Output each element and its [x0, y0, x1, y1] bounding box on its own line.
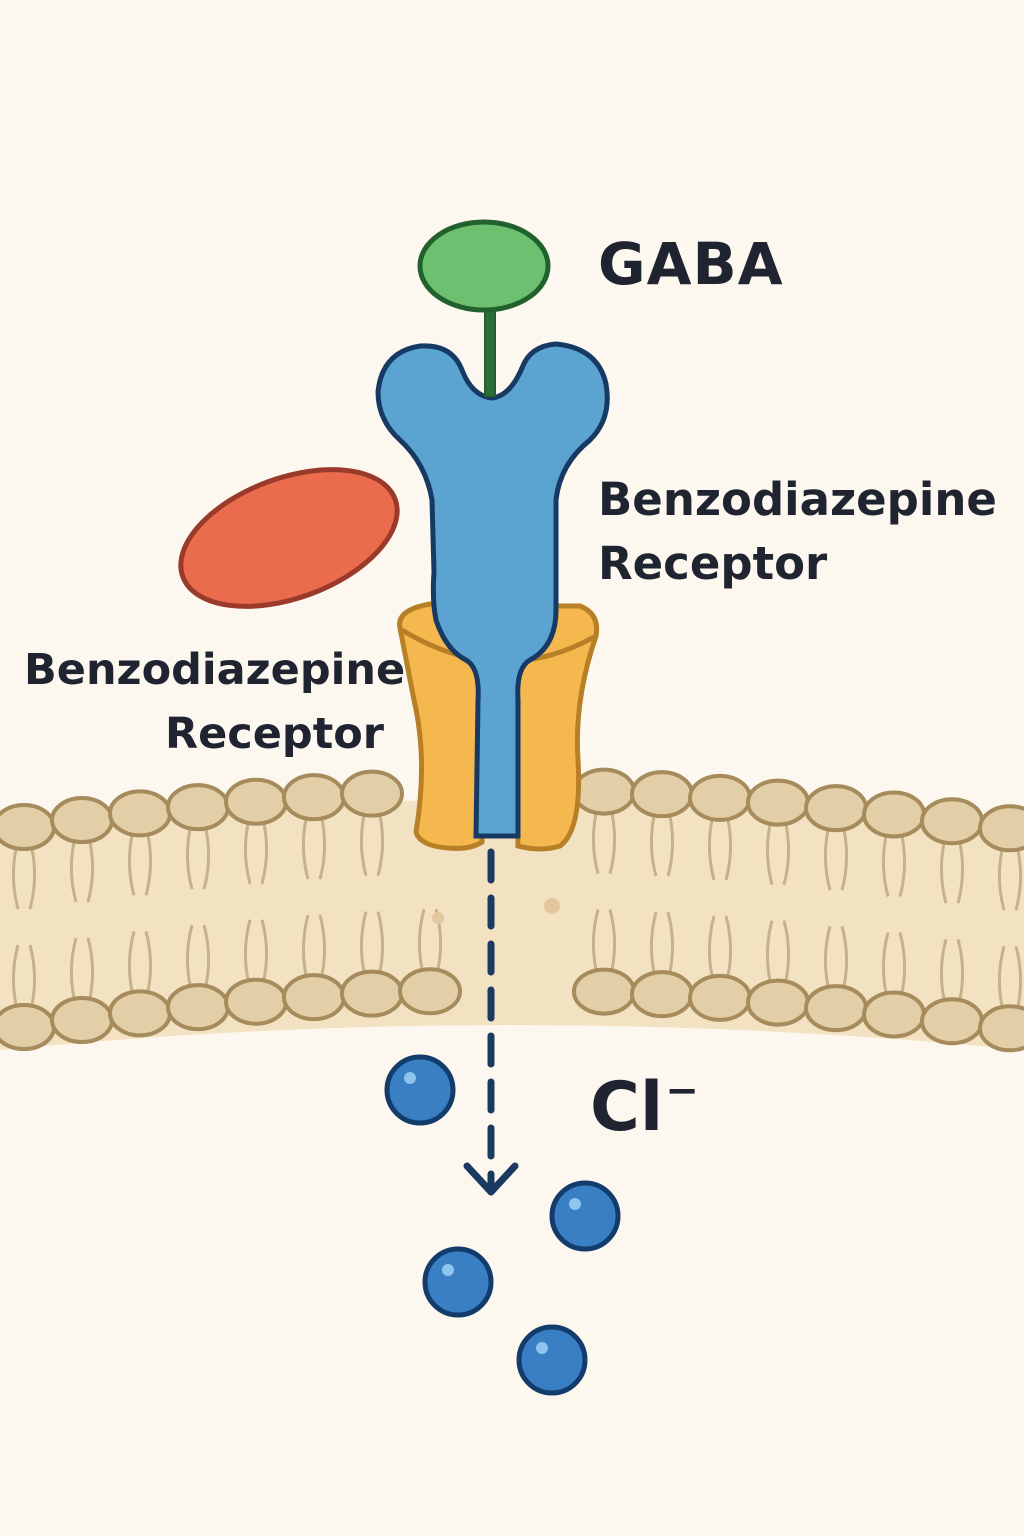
lipid-head: [50, 996, 114, 1045]
chloride-symbol: Cl: [590, 1068, 664, 1147]
lipid-head: [746, 778, 810, 827]
lipid-head: [166, 783, 230, 832]
lipid-head: [398, 967, 462, 1016]
label-line: Receptor: [598, 537, 828, 590]
benzodiazepine-receptor-label: Benzodiazepine Receptor: [598, 468, 997, 596]
ion-highlight: [404, 1072, 416, 1084]
lipid-head: [340, 969, 404, 1018]
lipid-tail: [823, 925, 849, 987]
chloride-ions: [384, 1054, 621, 1396]
lipid-tail: [591, 909, 617, 970]
chloride-ion-label: Cl−: [590, 1068, 699, 1147]
lower-lipid-heads: [0, 967, 1024, 1053]
lipid-tail: [359, 911, 385, 972]
channel-left-barrel: [397, 601, 485, 851]
gaba-icon: [417, 219, 551, 313]
gaba-label: GABA: [598, 230, 784, 298]
lipid-head: [862, 990, 926, 1039]
lipid-tail: [127, 835, 153, 896]
gaba-stem: [484, 305, 496, 397]
benzodiazepine-molecule-icon: [178, 467, 400, 609]
lipid-tail: [881, 932, 907, 993]
benzodiazepine-site-label: Benzodiazepine Receptor: [24, 638, 406, 766]
chloride-flow-arrow: [463, 848, 519, 1196]
lipid-tail: [301, 818, 327, 880]
channel-right-barrel: [509, 603, 600, 852]
lipid-head: [282, 973, 346, 1022]
ion-highlight: [442, 1264, 454, 1276]
chloride-ion-icon: [384, 1054, 456, 1126]
label-line: Benzodiazepine: [24, 645, 406, 695]
lipid-tail: [11, 944, 37, 1006]
lipid-head: [340, 769, 404, 818]
lipid-head: [50, 796, 114, 845]
lipid-head: [572, 767, 636, 816]
membrane-dot: [432, 912, 444, 924]
lipid-head: [572, 967, 636, 1016]
ion-channel: [397, 601, 600, 852]
lipid-head: [804, 784, 868, 833]
flow-arrow-head: [463, 1162, 519, 1196]
lipid-head: [804, 984, 868, 1033]
lipid-tail: [359, 815, 385, 877]
lipid-head: [630, 970, 694, 1019]
lipid-head: [920, 797, 984, 846]
chloride-ion-icon: [549, 1180, 621, 1252]
benzodiazepine-receptor-protein: [375, 341, 610, 839]
lipid-head: [978, 804, 1024, 853]
membrane-dot: [544, 898, 560, 914]
lipid-head: [978, 1004, 1024, 1053]
lipid-tail: [823, 829, 849, 891]
lipid-tail: [69, 937, 95, 999]
lipid-head: [224, 777, 288, 826]
lipid-tail: [765, 824, 791, 885]
lipid-tail: [707, 915, 733, 977]
lipid-tail: [243, 919, 269, 981]
lipid-tail: [301, 914, 327, 976]
lipid-head: [0, 1003, 56, 1052]
cell-membrane: [0, 767, 1024, 1053]
lipid-tail: [69, 841, 95, 903]
lipid-tail: [127, 930, 153, 992]
lipid-head: [862, 790, 926, 839]
lipid-tail: [939, 842, 965, 904]
lipid-head: [166, 983, 230, 1032]
label-line: Receptor: [164, 709, 384, 759]
lipid-tail: [649, 815, 675, 877]
lipid-tail: [939, 938, 965, 1000]
lipid-tail: [997, 849, 1023, 911]
lipid-head: [108, 789, 172, 838]
lipid-head: [108, 989, 172, 1038]
lipid-head: [920, 997, 984, 1046]
lipid-head: [630, 770, 694, 819]
lipid-tail: [185, 828, 211, 890]
lipid-tail: [707, 819, 733, 881]
ion-highlight: [569, 1198, 581, 1210]
lipid-tail: [11, 848, 37, 910]
lipid-head: [282, 773, 346, 822]
lipid-tail: [997, 945, 1023, 1007]
gaba-ligand: [417, 219, 551, 397]
lipid-tail: [185, 924, 211, 986]
lipid-tail: [881, 836, 907, 897]
lipid-head: [224, 977, 288, 1026]
lipid-head: [688, 973, 752, 1022]
chloride-charge: −: [665, 1068, 699, 1114]
label-line: Benzodiazepine: [598, 473, 997, 526]
lipid-head: [688, 773, 752, 822]
lipid-tail: [765, 920, 791, 981]
chloride-ion-icon: [516, 1324, 588, 1396]
chloride-ion-icon: [422, 1246, 494, 1318]
lipid-tail: [591, 813, 617, 874]
lipid-tail: [649, 911, 675, 973]
ion-highlight: [536, 1342, 548, 1354]
lipid-head: [746, 978, 810, 1027]
lipid-tail: [243, 823, 269, 885]
upper-lipid-heads: [0, 767, 1024, 853]
lipid-head: [0, 803, 56, 852]
lipid-tails: [11, 813, 1023, 1007]
